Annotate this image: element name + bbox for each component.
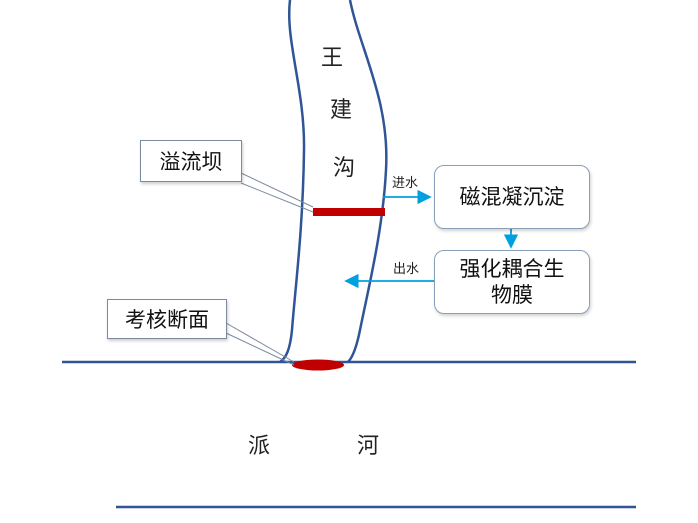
river-name-char-2: 河 bbox=[357, 434, 380, 459]
weir-callout: 溢流坝 bbox=[140, 140, 242, 182]
section-callout: 考核断面 bbox=[107, 299, 227, 339]
stream-name-char-3: 沟 bbox=[333, 156, 356, 181]
biofilm-box: 强化耦合生 物膜 bbox=[434, 250, 590, 314]
weir-leader-2 bbox=[240, 182, 314, 213]
river-name-char-1: 派 bbox=[248, 434, 271, 459]
magnetic-coagulation-box: 磁混凝沉淀 bbox=[434, 165, 590, 229]
biofilm-box-line-2: 物膜 bbox=[491, 283, 533, 307]
outflow-label: 出水 bbox=[393, 262, 420, 277]
weir-bar bbox=[313, 208, 385, 216]
section-marker bbox=[292, 359, 344, 371]
stream-name-char-1: 王 bbox=[321, 46, 344, 71]
stream-right-bank bbox=[347, 0, 388, 363]
section-leader-2 bbox=[225, 332, 295, 366]
stream-left-bank bbox=[279, 0, 306, 364]
biofilm-box-line-1: 强化耦合生 bbox=[459, 257, 565, 281]
section-leader-1 bbox=[225, 322, 295, 363]
stream-name-char-2: 建 bbox=[330, 98, 353, 123]
inflow-label: 进水 bbox=[392, 176, 419, 191]
weir-leader-1 bbox=[240, 172, 314, 208]
